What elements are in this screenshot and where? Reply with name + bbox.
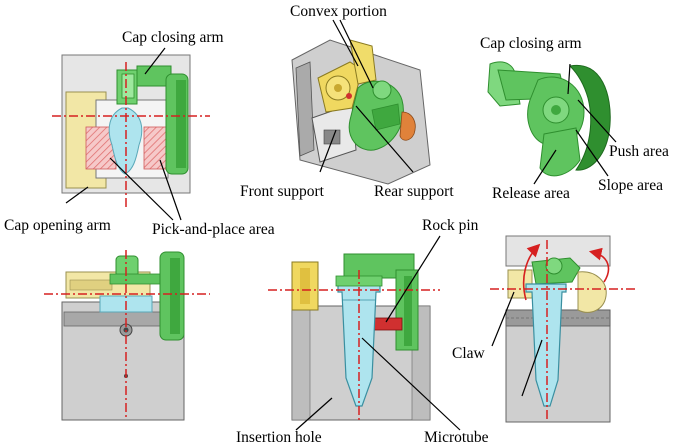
label-slope-area: Slope area	[598, 177, 663, 194]
label-push-area: Push area	[609, 143, 669, 160]
label-cap-closing-arm-1: Cap closing arm	[122, 29, 224, 46]
panel-top-view	[52, 47, 210, 221]
label-rear-support: Rear support	[374, 183, 454, 200]
panel-cap-closing-arm	[487, 61, 617, 185]
release-area-part	[539, 127, 581, 177]
label-cap-opening-arm: Cap opening arm	[4, 217, 111, 234]
panel-front-view	[44, 250, 210, 421]
label-microtube: Microtube	[424, 429, 489, 446]
panel-section-view	[268, 235, 461, 431]
panel-claw-view	[490, 235, 636, 423]
label-rock-pin: Rock pin	[422, 217, 479, 234]
rear-support-part	[371, 103, 401, 131]
panel-3d-view	[291, 19, 431, 185]
label-front-support: Front support	[240, 183, 325, 200]
label-convex-portion: Convex portion	[290, 3, 387, 20]
label-release-area: Release area	[492, 185, 570, 202]
label-cap-closing-arm-2: Cap closing arm	[480, 35, 582, 52]
label-pick-and-place-area: Pick-and-place area	[152, 221, 275, 238]
label-claw: Claw	[452, 345, 486, 362]
microtube-top-view	[108, 107, 143, 175]
label-insertion-hole: Insertion hole	[236, 429, 322, 446]
